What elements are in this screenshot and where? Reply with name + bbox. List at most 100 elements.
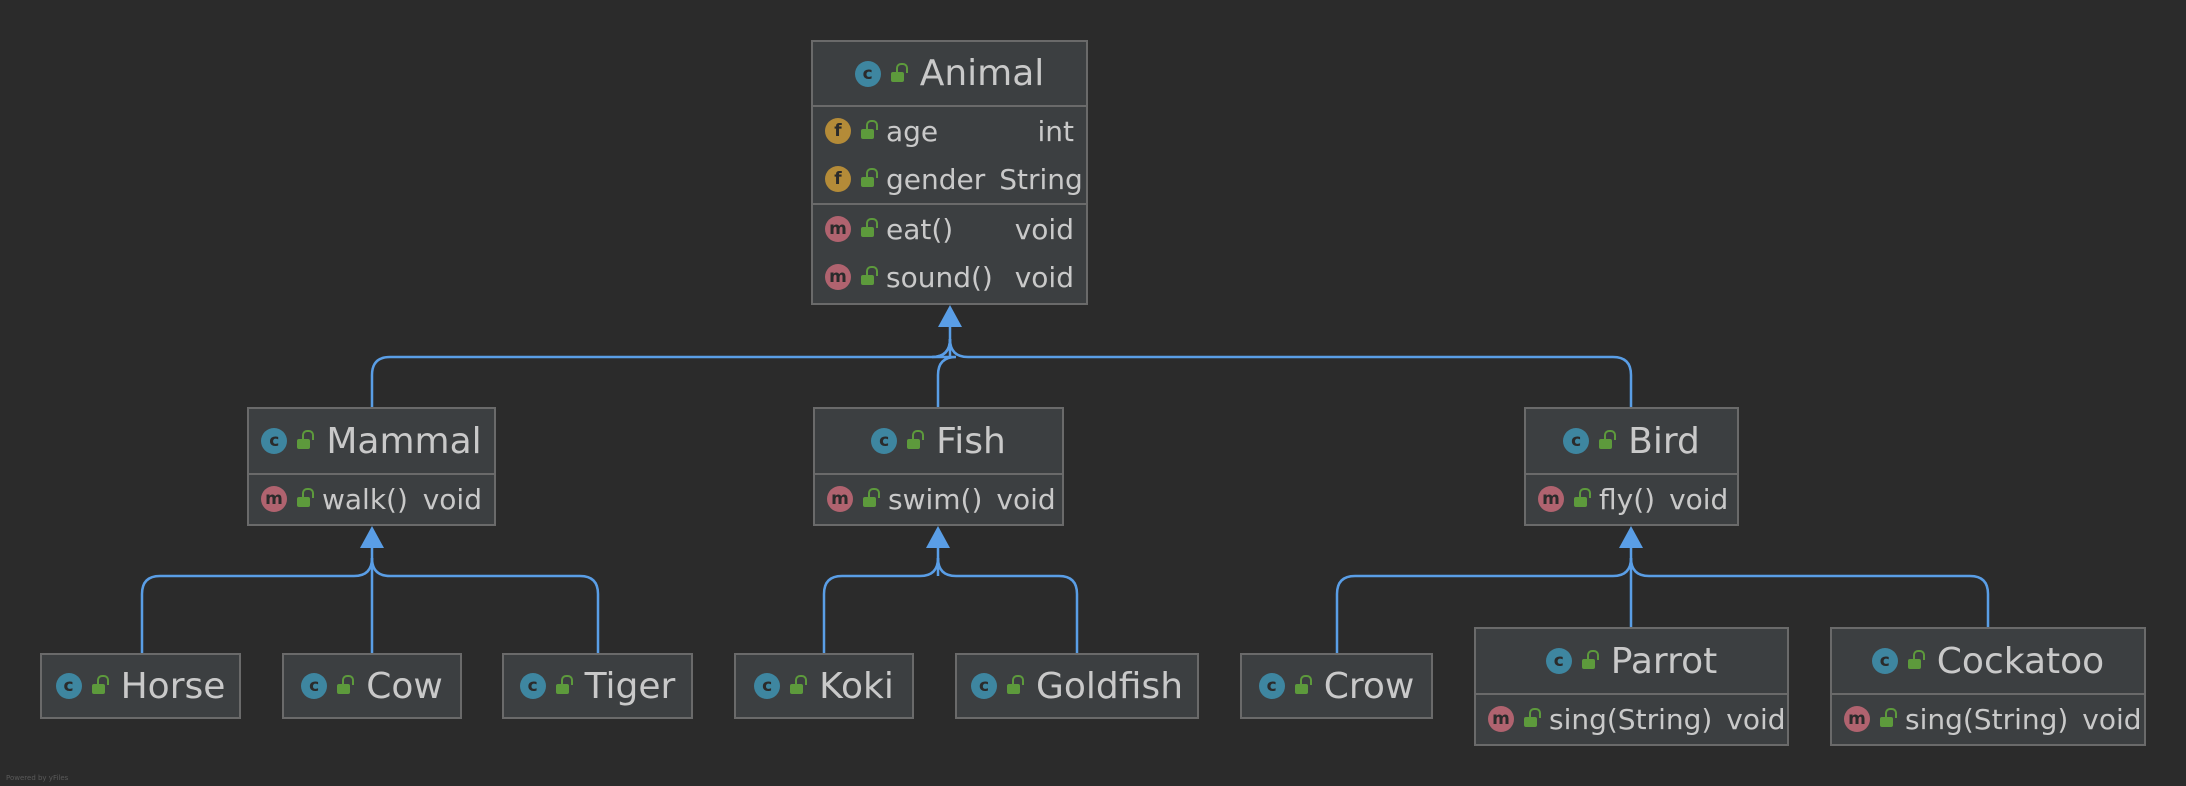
- method-row[interactable]: m walk() void: [249, 475, 494, 523]
- class-name: Parrot: [1610, 640, 1718, 682]
- class-box-fish[interactable]: c Fish m swim() void: [813, 407, 1064, 526]
- class-box-crow[interactable]: c Crow: [1240, 653, 1433, 719]
- inheritance-edge: [936, 557, 1079, 653]
- method-icon: m: [261, 486, 287, 512]
- public-visibility-icon: [1599, 430, 1617, 449]
- public-visibility-icon: [907, 430, 925, 449]
- class-box-parrot[interactable]: c Parrot m sing(String) void: [1474, 627, 1789, 746]
- inheritance-edge: [1629, 557, 1990, 627]
- class-icon: c: [1563, 428, 1590, 454]
- public-visibility-icon: [337, 675, 355, 694]
- class-icon: c: [261, 428, 288, 454]
- class-header: c Tiger: [504, 655, 691, 717]
- method-row[interactable]: m eat() void: [813, 205, 1086, 253]
- class-box-animal[interactable]: c Animal f age int f gender String m eat…: [811, 40, 1088, 305]
- field-name: age: [886, 114, 939, 148]
- class-icon: c: [55, 673, 82, 699]
- methods-section: m swim() void: [815, 473, 1062, 523]
- method-icon: m: [1488, 706, 1514, 732]
- method-icon: m: [827, 486, 853, 512]
- method-icon: m: [825, 216, 851, 242]
- class-box-bird[interactable]: c Bird m fly() void: [1524, 407, 1739, 526]
- method-name: eat(): [886, 212, 954, 246]
- method-row[interactable]: m sing(String) void: [1476, 695, 1787, 743]
- class-icon: c: [1258, 673, 1285, 699]
- inheritance-edge: [140, 557, 374, 653]
- class-name: Crow: [1323, 665, 1415, 707]
- field-name: gender: [886, 162, 986, 196]
- inheritance-edge: [1335, 557, 1633, 653]
- class-name: Tiger: [584, 665, 676, 707]
- class-box-tiger[interactable]: c Tiger: [502, 653, 693, 719]
- inheritance-edge: [948, 338, 1633, 407]
- inheritance-arrowhead: [360, 526, 384, 548]
- method-row[interactable]: m sound() void: [813, 253, 1086, 301]
- public-visibility-icon: [297, 430, 315, 449]
- method-row[interactable]: m swim() void: [815, 475, 1062, 523]
- method-return-type: void: [2082, 702, 2142, 736]
- class-name: Cockatoo: [1936, 640, 2105, 682]
- method-name: sing(String): [1905, 702, 2069, 736]
- class-name: Mammal: [326, 420, 482, 462]
- class-icon: c: [854, 60, 881, 87]
- class-header: c Horse: [42, 655, 239, 717]
- class-name: Horse: [120, 665, 226, 707]
- method-icon: m: [1538, 486, 1564, 512]
- public-visibility-icon: [1574, 488, 1591, 507]
- public-visibility-icon: [890, 62, 908, 82]
- public-visibility-icon: [1294, 675, 1312, 694]
- public-visibility-icon: [1581, 650, 1599, 669]
- class-header: c Bird: [1526, 409, 1737, 473]
- class-header: c Cow: [284, 655, 460, 717]
- method-return-type: void: [1014, 260, 1074, 294]
- inheritance-arrowhead: [926, 526, 950, 548]
- class-name: Bird: [1628, 420, 1700, 462]
- inheritance-arrowhead: [1619, 526, 1643, 548]
- class-header: c Cockatoo: [1832, 629, 2144, 693]
- method-row[interactable]: m fly() void: [1526, 475, 1737, 523]
- method-name: fly(): [1599, 482, 1656, 516]
- class-box-koki[interactable]: c Koki: [734, 653, 914, 719]
- inheritance-edge: [370, 557, 600, 653]
- class-box-goldfish[interactable]: c Goldfish: [955, 653, 1199, 719]
- field-type: int: [1037, 114, 1074, 148]
- method-row[interactable]: m sing(String) void: [1832, 695, 2144, 743]
- class-icon: c: [754, 673, 781, 699]
- method-return-type: void: [996, 482, 1056, 516]
- public-visibility-icon: [861, 168, 878, 187]
- inheritance-edge: [370, 338, 952, 407]
- inheritance-arrowhead: [938, 305, 962, 327]
- methods-section: m sing(String) void: [1832, 693, 2144, 743]
- class-box-cockatoo[interactable]: c Cockatoo m sing(String) void: [1830, 627, 2146, 746]
- inheritance-edge: [931, 338, 957, 407]
- public-visibility-icon: [861, 218, 878, 237]
- public-visibility-icon: [1880, 708, 1897, 727]
- class-header: c Parrot: [1476, 629, 1787, 693]
- class-icon: c: [519, 673, 546, 699]
- class-box-cow[interactable]: c Cow: [282, 653, 462, 719]
- method-icon: m: [1844, 706, 1870, 732]
- field-row[interactable]: f gender String: [813, 155, 1086, 203]
- field-row[interactable]: f age int: [813, 107, 1086, 155]
- class-name: Cow: [366, 665, 443, 707]
- method-return-type: void: [1669, 482, 1729, 516]
- methods-section: m walk() void: [249, 473, 494, 523]
- class-box-horse[interactable]: c Horse: [40, 653, 241, 719]
- class-box-mammal[interactable]: c Mammal m walk() void: [247, 407, 496, 526]
- methods-section: m eat() void m sound() void: [813, 203, 1086, 301]
- class-header: c Animal: [813, 42, 1086, 105]
- field-type: String: [999, 162, 1083, 196]
- method-name: walk(): [322, 482, 408, 516]
- methods-section: m sing(String) void: [1476, 693, 1787, 743]
- class-name: Fish: [936, 420, 1006, 462]
- class-name: Animal: [919, 53, 1045, 94]
- method-return-type: void: [1014, 212, 1074, 246]
- class-header: c Koki: [736, 655, 912, 717]
- class-header: c Goldfish: [957, 655, 1197, 717]
- public-visibility-icon: [790, 675, 808, 694]
- public-visibility-icon: [861, 266, 878, 285]
- method-icon: m: [825, 264, 851, 290]
- method-name: sound(): [886, 260, 993, 294]
